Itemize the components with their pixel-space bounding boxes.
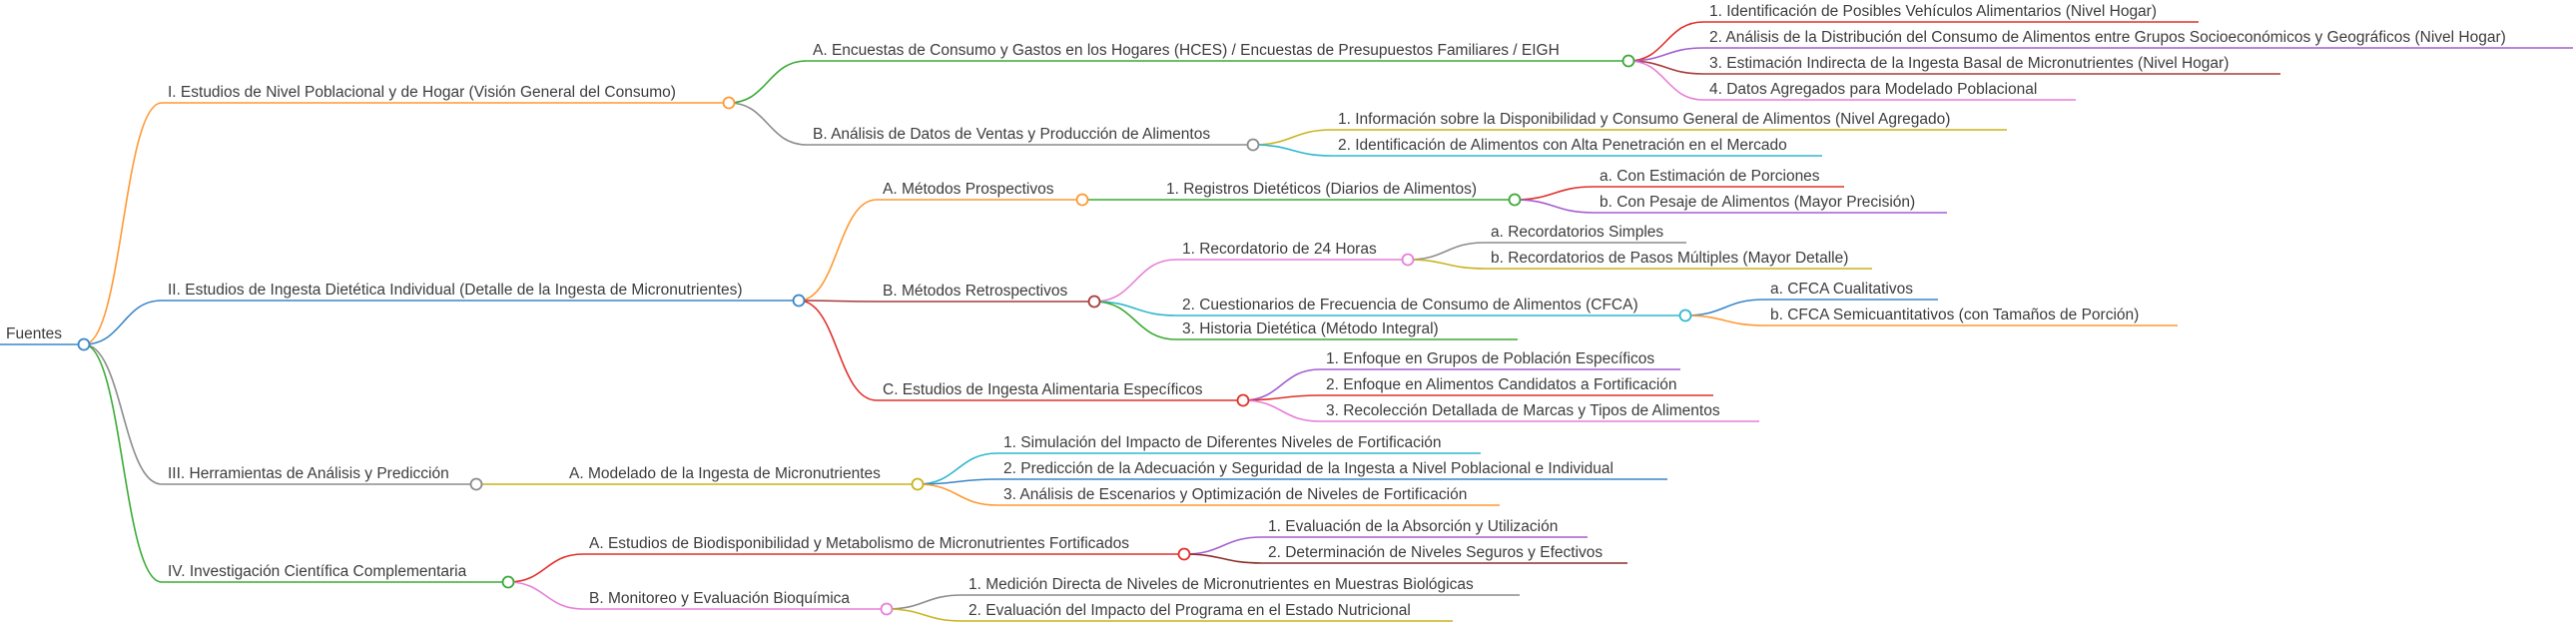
- node-root-1-0-0-1-label: b. Con Pesaje de Alimentos (Mayor Precis…: [1600, 194, 1915, 211]
- node-root-3-1-edge-1: [886, 608, 964, 622]
- node-root-3-1-label: B. Monitoreo y Evaluación Bioquímica: [589, 590, 850, 607]
- node-root-edge-0: [83, 102, 163, 345]
- node-root-1-1-label: B. Métodos Retrospectivos: [883, 283, 1067, 300]
- node-root-1-1-1-0-label: a. CFCA Cualitativos: [1770, 281, 1913, 298]
- node-root-2-0-edge-2: [917, 483, 998, 506]
- node-root-0-0-label: A. Encuestas de Consumo y Gastos en los …: [813, 42, 1560, 59]
- node-root-1-2-edge-2: [1242, 399, 1321, 422]
- node-root-0-1-1-label: 2. Identificación de Alimentos con Alta …: [1338, 137, 1787, 154]
- node-root-0-0-2-label: 3. Estimación Indirecta de la Ingesta Ba…: [1709, 55, 2229, 72]
- node-root-2-0-edge-0: [917, 452, 998, 485]
- node-root-1-edge-2: [798, 300, 878, 401]
- node-root-1-1-1-label: 2. Cuestionarios de Frecuencia de Consum…: [1182, 297, 1638, 314]
- node-root-1-0-0-collapse-toggle[interactable]: [1508, 193, 1522, 207]
- node-root-3-0-edge-0: [1183, 536, 1263, 555]
- node-root-1-1-0-label: 1. Recordatorio de 24 Horas: [1182, 241, 1377, 258]
- node-root-0-collapse-toggle[interactable]: [722, 96, 736, 110]
- node-root-2-0-2-label: 3. Análisis de Escenarios y Optimización…: [1003, 486, 1467, 503]
- node-root-2-0-label: A. Modelado de la Ingesta de Micronutrie…: [569, 465, 881, 482]
- node-root-1-2-0-label: 1. Enfoque en Grupos de Población Especí…: [1326, 350, 1654, 367]
- node-root-1-1-1-collapse-toggle[interactable]: [1678, 309, 1692, 322]
- node-root-label: Fuentes: [6, 325, 62, 342]
- connectors: [0, 21, 2573, 622]
- node-root-1-1-1-edge-1: [1684, 315, 1765, 326]
- labels: Fuentes I. Estudios de Nivel Poblacional …: [6, 3, 2506, 619]
- node-root-1-1-0-1-label: b. Recordatorios de Pasos Múltiples (May…: [1491, 250, 1848, 267]
- node-root-0-0-edge-3: [1627, 60, 1704, 101]
- node-root-edge-3: [83, 343, 163, 583]
- node-root-3-1-1-label: 2. Evaluación del Impacto del Programa e…: [968, 602, 1411, 619]
- node-root-1-0-0-0-label: a. Con Estimación de Porciones: [1600, 168, 1820, 185]
- node-root-1-2-2-label: 3. Recolección Detallada de Marcas y Tip…: [1326, 402, 1720, 419]
- node-root-1-label: II. Estudios de Ingesta Dietética Indivi…: [168, 282, 743, 299]
- node-root-0-1-edge-1: [1252, 144, 1333, 157]
- node-root-0-label: I. Estudios de Nivel Poblacional y de Ho…: [168, 84, 676, 101]
- node-root-3-1-0-label: 1. Medición Directa de Niveles de Micron…: [968, 576, 1474, 593]
- node-root-2-collapse-toggle[interactable]: [469, 477, 483, 491]
- node-root-3-0-edge-1: [1183, 553, 1263, 564]
- node-root-edge-2: [83, 343, 163, 485]
- node-root-1-0-collapse-toggle[interactable]: [1075, 193, 1089, 207]
- node-root-1-1-0-edge-1: [1407, 259, 1486, 270]
- node-root-1-1-1-edge-0: [1684, 299, 1765, 316]
- node-root-1-1-0-0-label: a. Recordatorios Simples: [1491, 224, 1663, 241]
- node-root-0-0-edge-0: [1627, 21, 1704, 62]
- node-root-0-0-0-label: 1. Identificación de Posibles Vehículos …: [1709, 3, 2157, 20]
- node-root-1-collapse-toggle[interactable]: [792, 294, 806, 308]
- node-root-0-1-0-label: 1. Información sobre la Disponibilidad y…: [1338, 111, 1950, 128]
- node-root-2-0-edge-1: [917, 478, 998, 485]
- node-root-1-edge-1: [798, 300, 878, 303]
- node-root-0-edge-1: [728, 102, 808, 146]
- node-root-3-edge-1: [507, 581, 584, 610]
- node-root-1-2-edge-1: [1242, 394, 1321, 401]
- node-root-1-0-0-label: 1. Registros Dietéticos (Diarios de Alim…: [1166, 181, 1477, 198]
- node-root-edge-1: [83, 300, 163, 345]
- node-root-3-collapse-toggle[interactable]: [501, 575, 515, 589]
- node-root-3-1-edge-0: [886, 594, 964, 610]
- node-root-1-1-2-label: 3. Historia Dietética (Método Integral): [1182, 320, 1439, 337]
- node-root-2-0-1-label: 2. Predicción de la Adecuación y Segurid…: [1003, 460, 1613, 477]
- node-root-1-2-label: C. Estudios de Ingesta Alimentaria Espec…: [883, 381, 1203, 398]
- node-circles: [77, 54, 1692, 616]
- node-root-1-edge-0: [798, 199, 878, 302]
- node-root-1-1-1-1-label: b. CFCA Semicuantitativos (con Tamaños d…: [1770, 307, 2139, 323]
- node-root-1-2-1-label: 2. Enfoque en Alimentos Candidatos a For…: [1326, 376, 1677, 393]
- node-root-1-1-0-collapse-toggle[interactable]: [1401, 253, 1415, 267]
- node-root-0-1-collapse-toggle[interactable]: [1246, 138, 1260, 152]
- node-root-3-0-1-label: 2. Determinación de Niveles Seguros y Ef…: [1268, 544, 1603, 561]
- node-root-1-0-0-edge-0: [1514, 186, 1595, 201]
- node-root-2-0-0-label: 1. Simulación del Impacto de Diferentes …: [1003, 434, 1442, 451]
- node-root-0-0-collapse-toggle[interactable]: [1621, 54, 1635, 68]
- node-root-collapse-toggle[interactable]: [77, 337, 91, 351]
- node-root-1-1-0-edge-0: [1407, 242, 1486, 261]
- node-root-3-0-collapse-toggle[interactable]: [1177, 547, 1191, 561]
- node-root-3-label: IV. Investigación Científica Complementa…: [168, 563, 467, 580]
- node-root-3-edge-0: [507, 553, 584, 583]
- node-root-2-label: III. Herramientas de Análisis y Predicci…: [168, 465, 449, 482]
- node-root-0-1-edge-0: [1252, 129, 1333, 146]
- node-root-0-edge-0: [728, 60, 808, 104]
- node-root-1-2-edge-0: [1242, 368, 1321, 401]
- node-root-1-2-collapse-toggle[interactable]: [1236, 393, 1250, 407]
- node-root-3-0-0-label: 1. Evaluación de la Absorción y Utilizac…: [1268, 518, 1558, 535]
- node-root-2-0-collapse-toggle[interactable]: [911, 477, 925, 491]
- node-root-1-0-0-edge-1: [1514, 199, 1595, 214]
- node-root-1-1-collapse-toggle[interactable]: [1087, 295, 1101, 309]
- node-root-1-1-edge-0: [1093, 259, 1177, 303]
- node-root-1-1-edge-2: [1093, 301, 1177, 340]
- node-root-3-1-collapse-toggle[interactable]: [880, 602, 894, 616]
- node-root-1-0-label: A. Métodos Prospectivos: [883, 181, 1054, 198]
- node-root-0-1-label: B. Análisis de Datos de Ventas y Producc…: [813, 126, 1210, 143]
- node-root-0-0-3-label: 4. Datos Agregados para Modelado Poblaci…: [1709, 81, 2037, 98]
- node-root-3-0-label: A. Estudios de Biodisponibilidad y Metab…: [589, 535, 1129, 552]
- node-root-0-0-1-label: 2. Análisis de la Distribución del Consu…: [1709, 29, 2506, 46]
